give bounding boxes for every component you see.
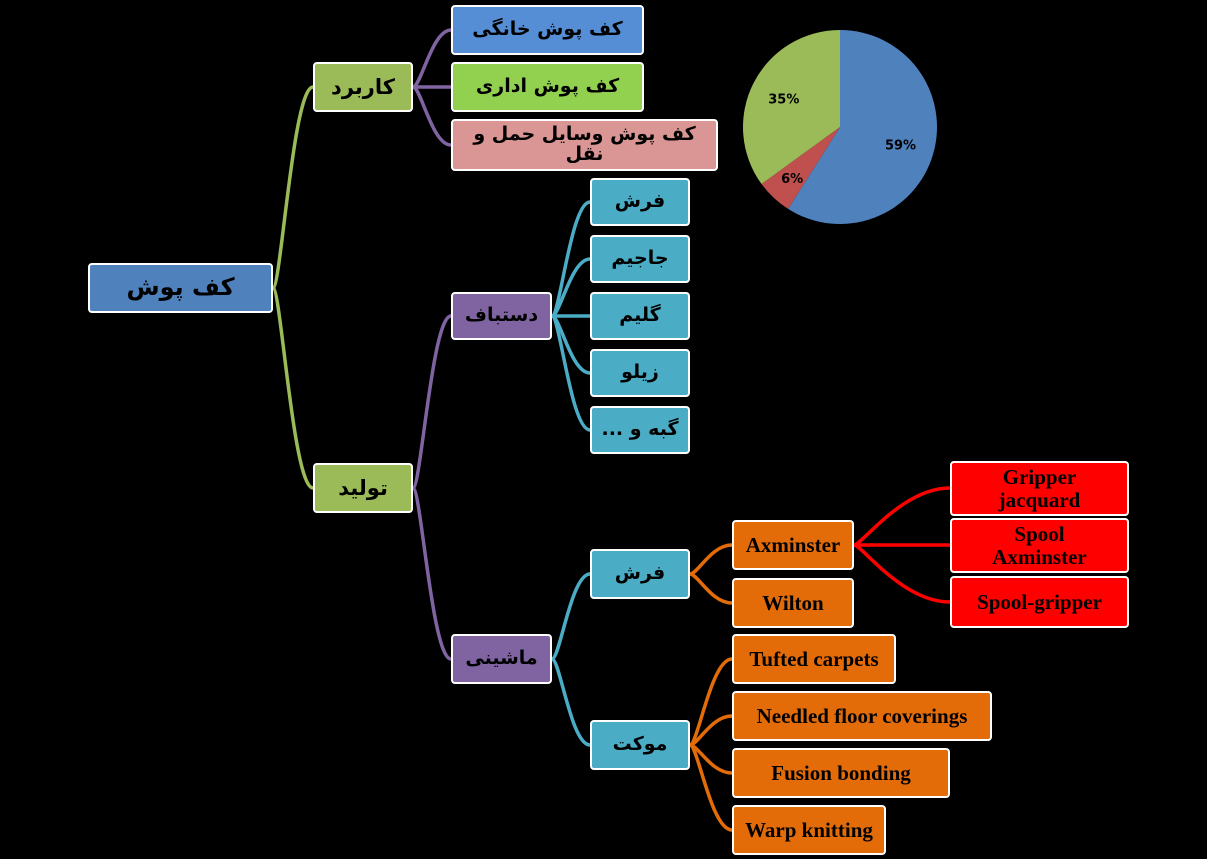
pie-slice bbox=[761, 127, 840, 209]
usage-node: کاربرد bbox=[313, 62, 413, 112]
pie-label: 35% bbox=[768, 92, 799, 107]
connector-line bbox=[271, 85, 314, 290]
connector-line bbox=[411, 314, 452, 490]
machine-carpet-node: فرش bbox=[590, 549, 690, 599]
axminster-type: Spool-gripper bbox=[950, 576, 1129, 628]
pie-label: 6% bbox=[781, 172, 803, 187]
production-node: تولید bbox=[313, 463, 413, 513]
connector-line bbox=[550, 314, 591, 432]
connector-line bbox=[271, 286, 314, 490]
connector-line bbox=[411, 486, 452, 661]
axminster-type: Gripper jacquard bbox=[950, 461, 1129, 516]
connector-line bbox=[853, 543, 951, 604]
handmade-item: جاجیم bbox=[590, 235, 690, 283]
connector-line bbox=[853, 486, 951, 547]
pie-slice bbox=[788, 30, 937, 224]
connector-line bbox=[688, 743, 733, 832]
usage-office: کف پوش اداری bbox=[451, 62, 644, 112]
machine-moquette-node: موکت bbox=[590, 720, 690, 770]
carpet-wilton: Wilton bbox=[732, 578, 854, 628]
axminster-type: Spool Axminster bbox=[950, 518, 1129, 573]
root-node: کف پوش bbox=[88, 263, 273, 313]
moquette-item: Fusion bonding bbox=[732, 748, 950, 798]
carpet-axminster: Axminster bbox=[732, 520, 854, 570]
usage-home: کف پوش خانگی bbox=[451, 5, 644, 55]
handmade-item: زیلو bbox=[590, 349, 690, 397]
handmade-item: گبه و ... bbox=[590, 406, 690, 454]
connector-line bbox=[689, 572, 733, 605]
handmade-item: گلیم bbox=[590, 292, 690, 340]
handmade-item: فرش bbox=[590, 178, 690, 226]
connector-line bbox=[550, 572, 591, 661]
usage-transport: کف پوش وسایل حمل و نقل bbox=[451, 119, 718, 171]
moquette-item: Warp knitting bbox=[732, 805, 886, 855]
moquette-item: Needled floor coverings bbox=[732, 691, 992, 741]
pie-label: 59% bbox=[885, 139, 916, 154]
pie-slice bbox=[743, 30, 840, 185]
connector-line bbox=[412, 85, 452, 147]
moquette-item: Tufted carpets bbox=[732, 634, 896, 684]
connector-line bbox=[550, 657, 591, 747]
handmade-node: دستباف bbox=[451, 292, 552, 340]
machine-node: ماشینی bbox=[451, 634, 552, 684]
